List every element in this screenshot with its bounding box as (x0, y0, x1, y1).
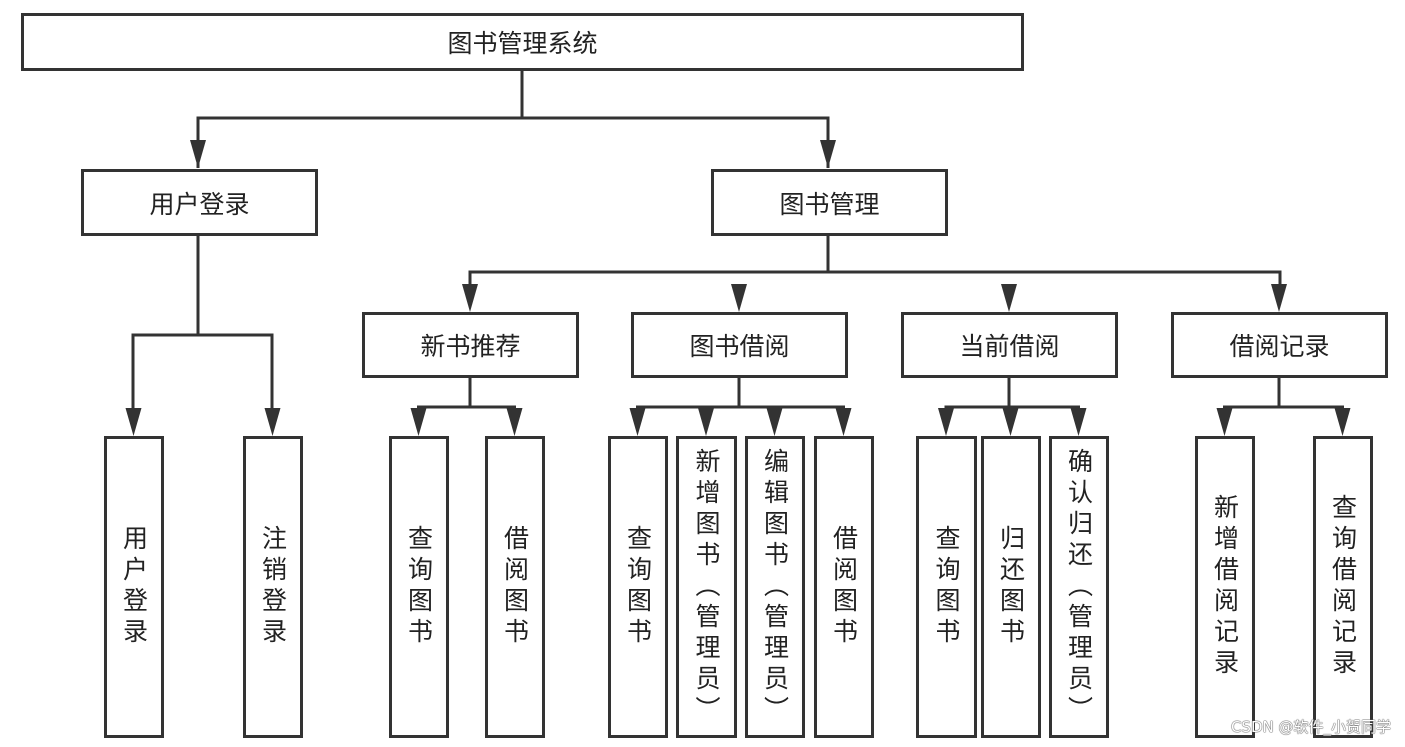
arrow-head-icon (1271, 284, 1287, 312)
arrow-head-icon (766, 408, 783, 436)
root-node-label: 图书管理系统 (447, 29, 598, 58)
level2-node-label: 图书借阅 (689, 332, 790, 361)
leaf-node-label: 查询借阅记录 (1328, 494, 1358, 680)
arrow-head-icon (938, 408, 954, 436)
level1-node-box: 图书管理 (711, 169, 948, 236)
arrow-head-icon (835, 408, 852, 436)
arrow-head-icon (1070, 408, 1087, 436)
connector-line (636, 405, 845, 412)
level2-node-box: 借阅记录 (1171, 312, 1388, 378)
leaf-node-box: 注销登录 (243, 436, 303, 738)
leaf-node-box: 用户登录 (104, 436, 164, 738)
level2-node-box: 当前借阅 (901, 312, 1118, 378)
leaf-node-label: 归还图书 (996, 525, 1026, 649)
leaf-node-label: 查询图书 (932, 525, 961, 649)
leaf-node-label: 用户登录 (119, 525, 149, 649)
level2-node-box: 新书推荐 (362, 312, 579, 378)
leaf-node-box: 借阅图书 (485, 436, 545, 738)
arrow-head-icon (629, 408, 646, 436)
leaf-node-label: 新增借阅记录 (1210, 494, 1240, 680)
leaf-node-label: 借阅图书 (829, 525, 859, 649)
level1-node-label: 图书管理 (779, 189, 880, 219)
root-node-box: 图书管理系统 (21, 13, 1024, 71)
connector-line (468, 270, 1282, 284)
leaf-node-box: 编辑图书（管理员） (745, 436, 805, 738)
leaf-node-box: 新增图书（管理员） (676, 436, 737, 738)
arrow-head-icon (731, 284, 747, 312)
leaf-node-label: 查询图书 (623, 525, 653, 649)
level2-node-label: 新书推荐 (420, 332, 521, 361)
leaf-node-box: 查询图书 (389, 436, 449, 738)
connector-line (1223, 405, 1344, 412)
connector-line (417, 405, 516, 412)
leaf-node-box: 确认归还（管理员） (1049, 436, 1109, 738)
arrow-head-icon (462, 284, 478, 312)
arrow-head-icon (506, 408, 523, 436)
leaf-node-label: 注销登录 (258, 525, 288, 649)
arrow-head-icon (190, 140, 206, 168)
connector-line (196, 116, 830, 168)
watermark: CSDN @软件_小贺同学 (1230, 718, 1391, 736)
leaf-node-label: 查询图书 (404, 525, 434, 649)
level1-node-label: 用户登录 (149, 189, 250, 219)
level2-node-label: 借阅记录 (1229, 332, 1330, 361)
leaf-node-label: 借阅图书 (500, 525, 530, 649)
arrow-head-icon (1334, 408, 1351, 436)
leaf-node-label: 编辑图书（管理员） (760, 447, 790, 727)
arrow-head-icon (820, 140, 836, 168)
leaf-node-box: 查询借阅记录 (1313, 436, 1373, 738)
arrow-head-icon (1216, 408, 1233, 436)
level1-node-box: 用户登录 (81, 169, 318, 236)
leaf-node-box: 新增借阅记录 (1195, 436, 1255, 738)
leaf-node-box: 查询图书 (916, 436, 977, 738)
leaf-node-label: 确认归还（管理员） (1064, 447, 1094, 727)
connector-line (131, 333, 274, 410)
leaf-node-label: 新增图书（管理员） (692, 447, 721, 727)
level2-node-label: 当前借阅 (959, 332, 1060, 361)
leaf-node-box: 查询图书 (608, 436, 668, 738)
level2-node-box: 图书借阅 (631, 312, 848, 378)
arrow-head-icon (264, 408, 281, 436)
arrow-head-icon (698, 408, 714, 436)
leaf-node-box: 借阅图书 (814, 436, 874, 738)
arrow-head-icon (1002, 408, 1019, 436)
arrow-head-icon (410, 408, 427, 436)
leaf-node-box: 归还图书 (981, 436, 1041, 738)
arrow-head-icon (125, 408, 142, 436)
arrow-head-icon (1001, 284, 1017, 312)
